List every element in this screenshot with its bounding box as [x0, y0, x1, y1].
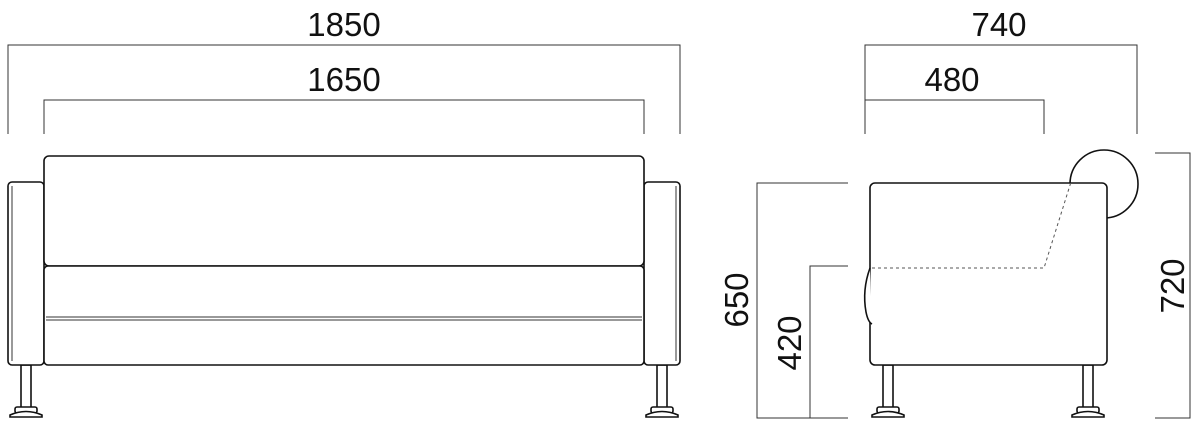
front-left-arm: [7, 181, 45, 366]
front-right-arm: [643, 181, 681, 366]
dimension-overall-depth: 740: [864, 6, 1138, 134]
side-back-leg: [1071, 364, 1105, 418]
front-right-leg: [645, 364, 679, 418]
dimension-overall-width: 1850: [7, 6, 681, 134]
dimension-overall-height-label: 720: [1154, 258, 1191, 313]
front-left-leg: [9, 364, 43, 418]
front-seat-cushion: [43, 265, 645, 366]
dimension-seat-width-label: 1650: [307, 61, 380, 98]
side-front-leg: [871, 364, 905, 418]
side-body: [869, 182, 1108, 366]
dimension-seat-width: 1650: [43, 61, 645, 134]
dimension-back-height-label: 650: [718, 272, 755, 327]
front-backrest: [43, 155, 645, 267]
front-view: 1850 1650: [7, 6, 681, 418]
dimension-overall-width-label: 1850: [307, 6, 380, 43]
dimension-overall-depth-label: 740: [971, 6, 1026, 43]
side-seat-cushion-front: [863, 267, 873, 325]
dimension-back-height: 650: [718, 182, 848, 419]
side-view: 740 480 650 420 720: [718, 6, 1191, 419]
dimension-seat-height-label: 420: [771, 315, 808, 370]
dimension-seat-height: 420: [771, 265, 848, 419]
dimension-seat-depth-label: 480: [924, 61, 979, 98]
dimension-overall-height: 720: [1154, 152, 1191, 419]
dimension-seat-depth: 480: [864, 61, 1045, 134]
